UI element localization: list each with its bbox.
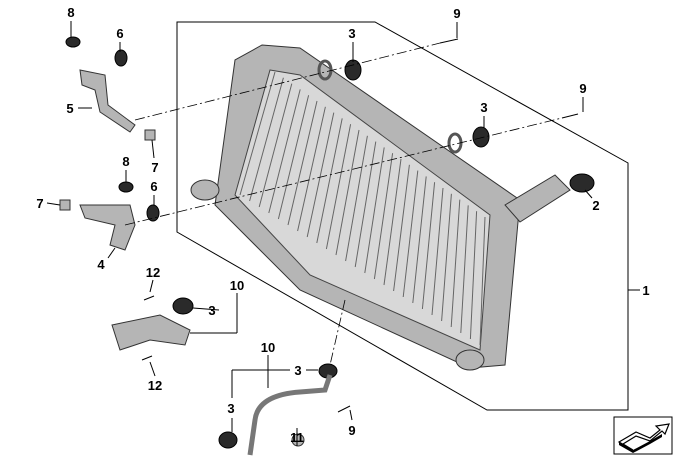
callout-3: 3 [348, 26, 355, 41]
radiator-fin [249, 77, 284, 202]
radiator-fin [239, 71, 276, 196]
radiator-fin [287, 100, 318, 226]
hose [247, 374, 333, 456]
callout-12: 12 [148, 378, 162, 393]
radiator-fin [450, 199, 461, 328]
radiator-fin [402, 170, 419, 298]
grommets [65, 36, 490, 449]
callout-3: 3 [208, 303, 215, 318]
radiator-fin [325, 124, 352, 250]
axis-line [134, 42, 441, 121]
callout-9: 9 [348, 423, 355, 438]
callout-9: 9 [579, 81, 586, 96]
radiator-fin [421, 182, 436, 310]
radiator-fin [383, 158, 402, 286]
radiator-fin [306, 112, 335, 238]
axis-line [124, 117, 563, 226]
radiator-fin [354, 141, 377, 268]
callout-6: 6 [116, 26, 123, 41]
radiator-cap [569, 173, 595, 193]
callout-7: 7 [36, 196, 43, 211]
callout-9: 9 [453, 6, 460, 21]
radiator-fin [412, 176, 427, 304]
radiator-fin [316, 118, 343, 244]
radiator-fin [268, 89, 301, 214]
callout-10: 10 [230, 278, 244, 293]
callout-11: 11 [290, 430, 304, 445]
radiator-fin [258, 83, 293, 208]
radiator-fin [393, 164, 410, 292]
callout-1: 1 [642, 283, 649, 298]
arrow-step-icon[interactable] [613, 416, 673, 455]
callout-7: 7 [151, 160, 158, 175]
callout-8: 8 [122, 154, 129, 169]
radiator-fin [441, 193, 452, 322]
callout-3: 3 [480, 100, 487, 115]
radiator-fin [345, 135, 368, 262]
brackets [59, 69, 191, 351]
radiator [190, 44, 595, 371]
callout-5: 5 [66, 101, 73, 116]
callout-3: 3 [294, 363, 301, 378]
radiator-fin [297, 106, 326, 232]
callout-12: 12 [146, 265, 160, 280]
leader-lines [46, 21, 593, 446]
callout-6: 6 [150, 179, 157, 194]
radiator-fin [364, 147, 385, 274]
radiator-fin [277, 95, 310, 220]
assembly-outline [176, 21, 629, 411]
callout-2: 2 [592, 198, 599, 213]
radiator-fin [469, 211, 478, 340]
callout-3: 3 [227, 401, 234, 416]
radiator-fin [431, 187, 444, 316]
radiator-fin [460, 205, 469, 334]
callout-4: 4 [97, 257, 105, 272]
radiator-fin [479, 216, 486, 346]
callout-10: 10 [261, 340, 275, 355]
axis-line [329, 299, 346, 366]
bolts [141, 38, 579, 413]
radiator-fin [373, 153, 394, 280]
radiator-fin [335, 129, 360, 256]
callout-8: 8 [67, 5, 74, 20]
